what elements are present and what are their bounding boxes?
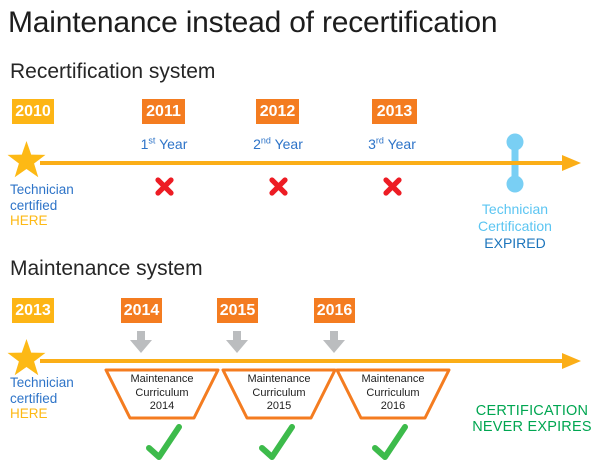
label-line: certified [10, 390, 58, 406]
star-icon [7, 141, 47, 184]
label-line-here: HERE [10, 406, 48, 421]
label-line: Certification [478, 218, 552, 234]
timeline-arrow-icon [38, 152, 584, 179]
down-arrow-icon [323, 331, 345, 359]
page-title: Maintenance instead of recertification [8, 6, 498, 39]
label-line: Technician [10, 375, 74, 390]
technician-certified-label: Technician certified HERE [10, 375, 74, 422]
check-mark-icon [370, 424, 410, 467]
year-mark-1st: 1st Year [140, 135, 188, 152]
year-badge-2011: 2011 [142, 99, 185, 124]
x-mark-icon [382, 176, 403, 202]
technician-certified-label: Technician certified HERE [10, 182, 74, 229]
label-line: NEVER EXPIRES [472, 418, 592, 435]
label-line: Technician [10, 182, 74, 197]
year-badge-2016: 2016 [314, 298, 355, 323]
down-arrow-icon [226, 331, 248, 359]
year-badge-2013: 2013 [372, 99, 417, 124]
check-mark-icon [257, 424, 297, 467]
curriculum-funnel-2015: Maintenance Curriculum 2015 [221, 368, 337, 420]
x-mark-icon [268, 176, 289, 202]
curriculum-label: Maintenance Curriculum 2016 [361, 373, 425, 412]
year-badge-2010: 2010 [12, 99, 54, 124]
year-badge-2013: 2013 [12, 298, 54, 323]
curriculum-funnel-2016: Maintenance Curriculum 2016 [335, 368, 451, 420]
label-line: Technician [481, 201, 549, 217]
label-line-here: HERE [10, 213, 48, 228]
curriculum-label: Maintenance Curriculum 2015 [247, 373, 311, 412]
label-line-expired: EXPIRED [484, 235, 546, 251]
star-icon [7, 339, 47, 382]
check-mark-icon [144, 424, 184, 467]
curriculum-label: Maintenance Curriculum 2014 [130, 373, 194, 412]
maintenance-heading: Maintenance system [10, 257, 203, 280]
x-mark-icon [154, 176, 175, 202]
timeline-arrow-icon [38, 350, 584, 377]
year-badge-2015: 2015 [217, 298, 258, 323]
down-arrow-icon [130, 331, 152, 359]
curriculum-funnel-2014: Maintenance Curriculum 2014 [104, 368, 220, 420]
label-line: CERTIFICATION [475, 403, 589, 419]
year-mark-2nd: 2nd Year [253, 135, 303, 152]
year-badge-2014: 2014 [121, 298, 162, 323]
year-badge-2012: 2012 [256, 99, 299, 124]
certification-expired-label: Technician Certification EXPIRED [453, 201, 577, 252]
year-mark-3rd: 3rd Year [368, 135, 416, 152]
recertification-heading: Recertification system [10, 60, 216, 83]
never-expires-label: CERTIFICATION NEVER EXPIRES [452, 403, 612, 435]
label-line: certified [10, 197, 58, 213]
